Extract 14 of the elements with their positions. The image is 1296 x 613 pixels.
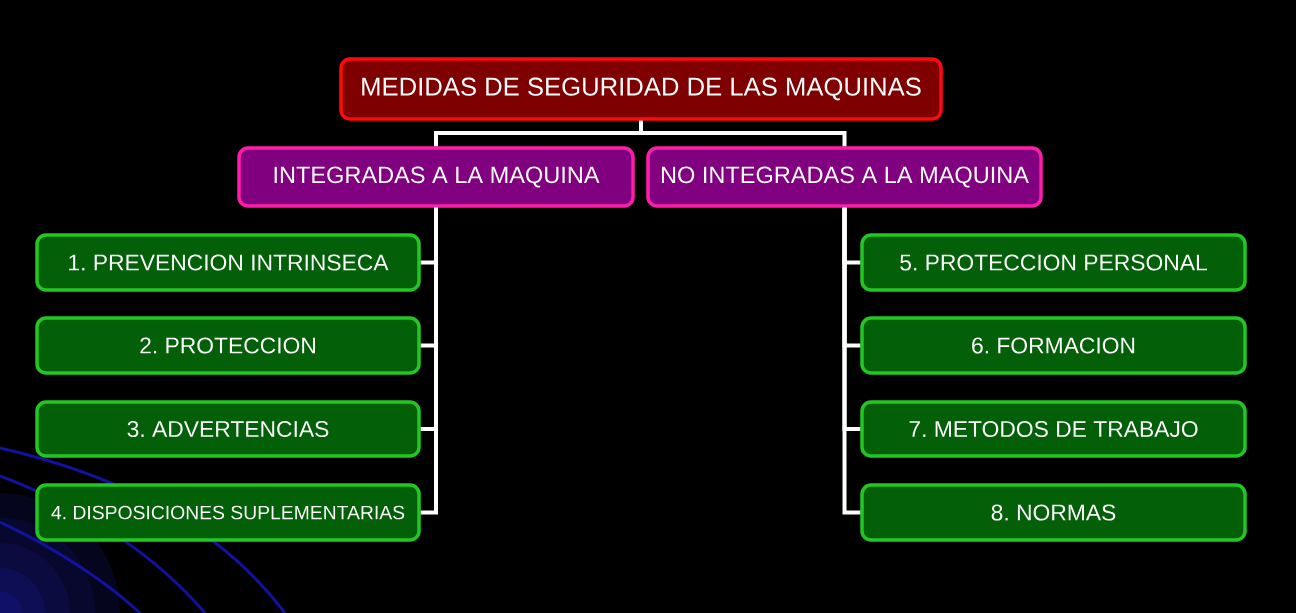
category-box: NO INTEGRADAS A LA MAQUINA [646, 146, 1043, 208]
root-box: MEDIDAS DE SEGURIDAD DE LAS MAQUINAS [339, 57, 943, 121]
item-box: 5. PROTECCION PERSONAL [860, 233, 1247, 292]
item-box: 6. FORMACION [860, 316, 1247, 375]
item-box: 7. METODOS DE TRABAJO [860, 400, 1247, 458]
connector-line [639, 120, 847, 147]
item-box: 2. PROTECCION [35, 316, 421, 375]
item-box: 8. NORMAS [860, 483, 1247, 542]
connector-line [420, 207, 438, 515]
item-box: 1. PREVENCION INTRINSECA [35, 233, 421, 292]
item-box: 3. ADVERTENCIAS [35, 400, 421, 458]
category-box: INTEGRADAS A LA MAQUINA [237, 146, 635, 208]
connector-line [842, 207, 861, 515]
item-box: 4. DISPOSICIONES SUPLEMENTARIAS [35, 483, 421, 542]
